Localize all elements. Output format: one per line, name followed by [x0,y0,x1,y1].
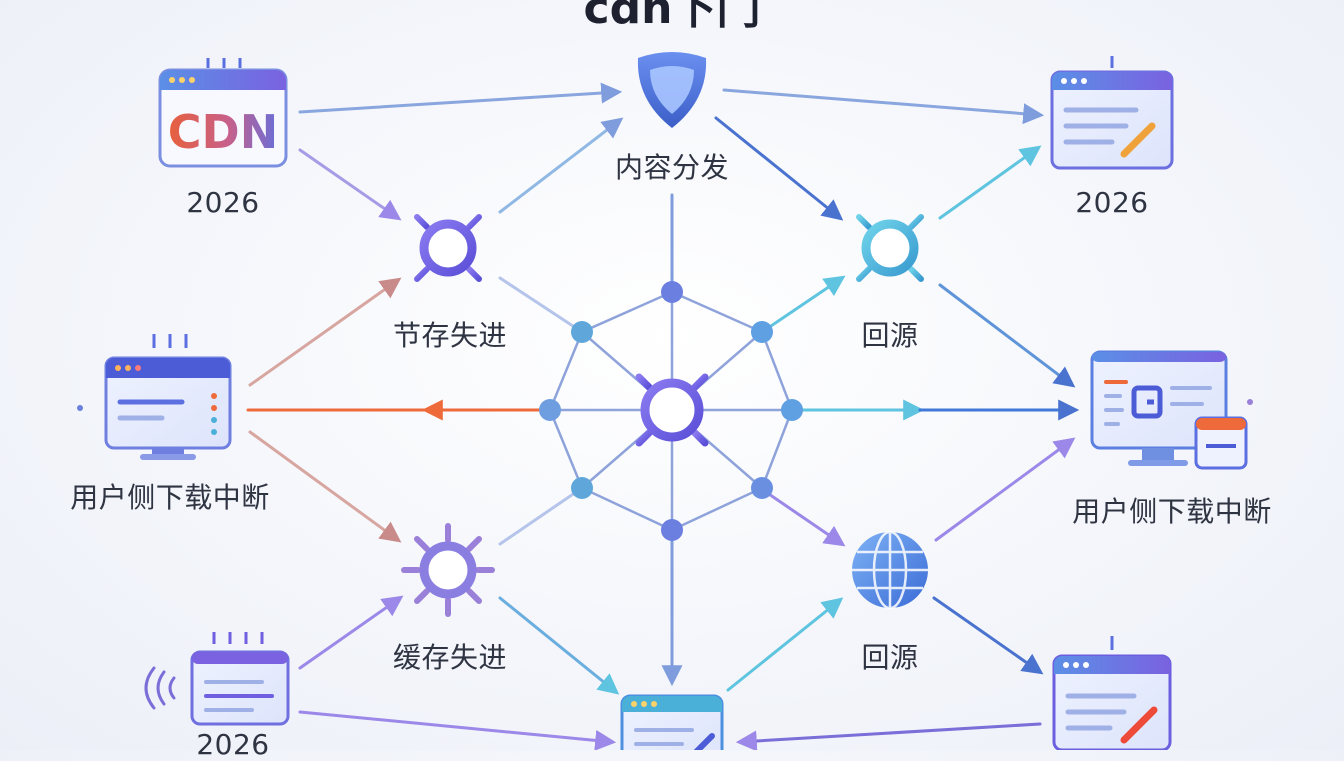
arrow-hub-ll-line [498,486,584,546]
node-label-lower-left: 缓存失进 [392,641,508,674]
arrow-gear-ur-to-monitor [938,283,1076,388]
user-label-right: 用户侧下载中断 [1072,495,1272,528]
node-label-lower-right: 回源 [861,641,919,674]
arrow-gear-ul-to-shield [498,117,624,214]
arrow-signal-to-doc-bottom [298,710,617,750]
gear-icon [401,523,495,617]
arrow-gear-ll-to-doc-bottom [498,596,620,695]
gear-icon [401,201,495,295]
page-title: cdn下门 [583,0,761,34]
monitor-icon [1090,350,1253,470]
gear-icon [843,201,937,295]
cdn-window-icon: CDN [158,58,288,168]
content-distribution-label: 内容分发 [614,151,730,184]
arrow-globe-to-doc-br [932,596,1044,675]
arrow-doc-br-to-doc-bottom [735,722,1042,750]
node-label-upper-right: 回源 [861,319,919,352]
hub-node [661,281,683,303]
gear-icon [622,360,722,460]
arrow-shield-to-doc-top [722,88,1045,125]
hub-node [539,399,561,421]
user-label-left: 用户侧下载中断 [70,481,270,514]
hub-node [781,399,803,421]
cdn-badge-text: CDN [168,105,278,159]
arrow-cdn-to-shield [298,82,623,114]
arrow-hub-ul-line [498,276,584,334]
arrow-hub-to-globe [758,486,846,547]
globe-icon [852,530,928,610]
document-edit-icon [1050,56,1174,170]
arrow-user-to-gear-ll [248,430,402,543]
year-label-bottom-left: 2026 [196,728,270,761]
arrow-gear-ur-to-doc-top [938,145,1042,220]
signal-window-icon [144,632,290,726]
arrow-user-to-gear-ul [248,277,402,387]
central-hub-network [539,281,803,541]
shield-icon [637,52,707,128]
arrow-cdn-to-gear-ul [298,148,402,221]
hub-node [571,477,593,499]
arrow-hub-to-gear-ur [760,275,846,334]
year-label-top-right: 2026 [1075,186,1149,219]
hub-nodes [539,281,803,541]
document-edit-icon [620,694,724,750]
hub-node [751,477,773,499]
hub-node [571,321,593,343]
arrow-doc-bottom-to-globe [726,597,844,692]
arrow-signal-to-gear-ll [298,595,404,670]
flow-arrows [246,82,1080,750]
node-label-upper-left: 节存失进 [392,319,508,352]
arrow-shield-to-gear-ur [714,116,844,221]
arrow-globe-to-monitor [934,437,1076,542]
hub-node [751,321,773,343]
year-label-top-left: 2026 [186,186,260,219]
document-edit-icon [1052,636,1172,750]
user-terminal-icon [77,334,232,460]
hub-node [661,519,683,541]
